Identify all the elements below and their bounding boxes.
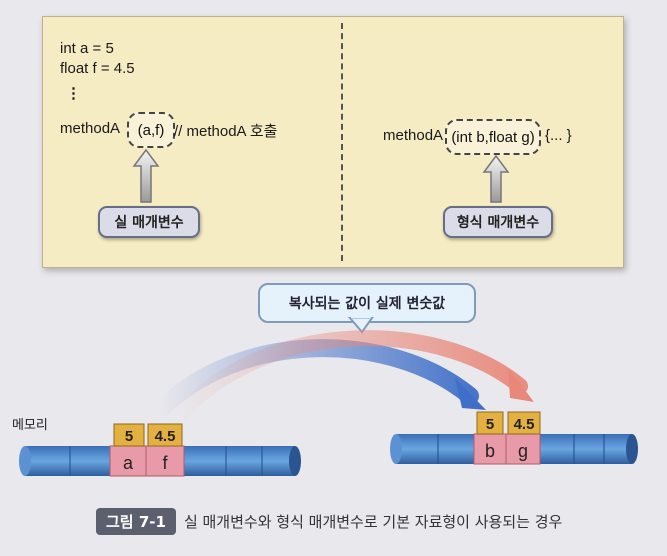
memory-label: 메모리: [12, 418, 48, 433]
mem-left-value-45: 4.5: [155, 428, 176, 445]
actual-args-box: (a,f): [127, 112, 175, 148]
actual-params-label: 실 매개변수: [98, 206, 200, 238]
code-ellipsis: ⋮: [66, 85, 81, 102]
decl-method-name: methodA: [383, 127, 444, 144]
bubble-tail: [347, 317, 374, 334]
code-line-int: int a = 5: [60, 40, 114, 57]
mem-right-value-45: 4.5: [514, 416, 535, 433]
mem-right-box-5: [476, 411, 504, 435]
method-body: {... }: [545, 127, 572, 144]
caption-text: 실 매개변수와 형식 매개변수로 기본 자료형이 사용되는 경우: [183, 513, 563, 531]
memory-bar-right: [390, 433, 638, 465]
mem-right-name-g: g: [518, 441, 528, 461]
up-arrow-left-icon: [132, 148, 160, 203]
mem-left-value-5: 5: [125, 428, 133, 445]
copy-arrowhead-blue-icon: [455, 378, 486, 410]
copy-arrowhead-red-icon: [508, 368, 534, 402]
mem-left-box-5: [113, 423, 145, 447]
up-arrow-right-icon: [482, 154, 510, 203]
mem-right-box-45: [507, 411, 541, 435]
mem-left-name-f: f: [162, 453, 168, 473]
mem-right-name-b: b: [485, 441, 495, 461]
call-method-name: methodA: [60, 120, 121, 137]
copy-arc-red: [172, 330, 528, 422]
call-comment: // methodA 호출: [174, 123, 278, 140]
mem-left-name-a: a: [123, 453, 134, 473]
memory-bar-left: [19, 445, 301, 477]
caption-tag: 그림 7-1: [96, 508, 176, 535]
figure-caption: 그림 7-1 실 매개변수와 형식 매개변수로 기본 자료형이 사용되는 경우: [96, 508, 562, 535]
mem-right-value-5: 5: [486, 416, 494, 433]
mem-left-box-45: [147, 423, 183, 447]
formal-params-label: 형식 매개변수: [443, 206, 553, 238]
formal-params-box: (int b,float g): [445, 119, 541, 155]
copy-arc-blue: [151, 339, 479, 419]
panel-divider: [341, 23, 343, 261]
code-line-float: float f = 4.5: [60, 60, 135, 77]
